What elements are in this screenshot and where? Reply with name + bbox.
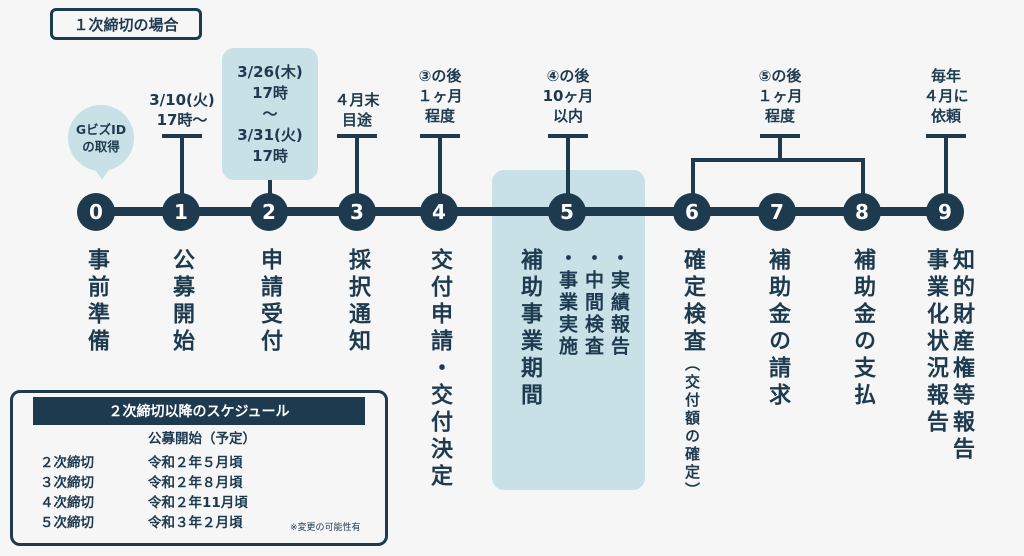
application-period-highlight — [222, 48, 318, 180]
step-7-label: 補助金の請求 — [765, 248, 790, 410]
step-1-date: 3/10(火) 17時～ — [127, 90, 237, 130]
step-node-5: 5 — [548, 193, 586, 231]
connector-9 — [944, 134, 948, 212]
step-6-note: （交付額の確定） — [683, 356, 701, 500]
connector-4 — [438, 134, 442, 212]
schedule-row-date: 令和３年２月頃 — [148, 515, 243, 531]
step-3-date-line: 目途 — [341, 111, 372, 129]
schedule-row-label: ３次締切 — [40, 475, 94, 491]
step-2-label: 申請受付 — [257, 248, 282, 356]
connector-7-8-top — [778, 134, 782, 160]
step-5-subitem-2: ・中間検査 — [582, 248, 604, 358]
step-7-8-timing-line: １ヶ月 — [757, 87, 803, 105]
schedule-row-date: 令和２年５月頃 — [148, 455, 243, 471]
step-node-2: 2 — [250, 193, 288, 231]
step-5-timing: ④の後 10ヶ月 以内 — [513, 66, 623, 126]
step-node-8: 8 — [843, 193, 881, 231]
bracket-6-leg — [691, 158, 695, 212]
bracket-8-leg — [861, 158, 865, 212]
connector-5 — [566, 134, 570, 212]
step-node-3: 3 — [338, 193, 376, 231]
step-node-1: 1 — [162, 193, 200, 231]
step-8-label: 補助金の支払 — [850, 248, 875, 410]
step-9-timing-line: 毎年 — [930, 67, 961, 85]
step-9-label-a: 知的財産権等報告 — [949, 248, 974, 464]
step-2-date-line: ～ — [262, 105, 278, 123]
step-1-label: 公募開始 — [169, 248, 194, 356]
step-node-6: 6 — [673, 193, 711, 231]
connector-3 — [355, 134, 359, 212]
step-3-date-line: ４月末 — [334, 91, 380, 109]
step-node-0: 0 — [77, 193, 115, 231]
step-2-date: 3/26(木) 17時 ～ 3/31(火) 17時 — [215, 62, 325, 167]
step-5-timing-line: 10ヶ月 — [542, 87, 594, 105]
step-0-label: 事前準備 — [84, 248, 109, 356]
step-4-timing-line: 程度 — [424, 107, 455, 125]
step-7-8-timing-line: ⑤の後 — [758, 67, 802, 85]
schedule-row-date: 令和２年８月頃 — [148, 475, 243, 491]
step-2-date-line: 17時 — [252, 147, 288, 165]
step-3-label: 採択通知 — [345, 248, 370, 356]
step-2-date-line: 3/31(火) — [237, 126, 303, 144]
step-5-timing-line: ④の後 — [546, 67, 590, 85]
schedule-row-label: ２次締切 — [40, 455, 94, 471]
step-5-subitem-3: ・実績報告 — [608, 248, 630, 358]
step-1-date-line: 17時～ — [156, 111, 208, 129]
step-2-date-line: 17時 — [252, 84, 288, 102]
bracket-6-8 — [691, 158, 865, 162]
schedule-column-header: 公募開始（予定） — [148, 431, 256, 447]
step-4-label: 交付申請・交付決定 — [427, 248, 452, 491]
bubble-line-2: の取得 — [82, 139, 120, 154]
step-4-timing-line: １ヶ月 — [417, 87, 463, 105]
step-4-timing: ③の後 １ヶ月 程度 — [385, 66, 495, 126]
step-2-date-line: 3/26(木) — [237, 63, 303, 81]
timeline-bar — [96, 207, 946, 216]
step-5-timing-line: 以内 — [552, 107, 583, 125]
schedule-title: ２次締切以降のスケジュール — [33, 397, 365, 425]
step-6-title: 確定検査 — [680, 248, 705, 356]
schedule-row-label: ４次締切 — [40, 495, 94, 511]
step-6-label: 確定検査（交付額の確定） — [679, 248, 705, 500]
step-9-timing: 毎年 ４月に 依頼 — [891, 66, 1001, 126]
step-5-subitem-1: ・事業実施 — [556, 248, 578, 358]
step-3-date: ４月末 目途 — [302, 90, 412, 130]
step-7-8-timing: ⑤の後 １ヶ月 程度 — [725, 66, 835, 126]
schedule-row-label: ５次締切 — [40, 515, 94, 531]
connector-1 — [180, 134, 184, 212]
step-9-timing-line: 依頼 — [930, 107, 961, 125]
step-9-label-b: 事業化状況報告 — [923, 248, 948, 437]
schedule-row-date: 令和２年11月頃 — [148, 495, 248, 511]
bubble-tail — [94, 168, 110, 180]
step-node-4: 4 — [420, 193, 458, 231]
step-9-timing-line: ４月に — [923, 87, 969, 105]
step-1-date-line: 3/10(火) — [149, 91, 215, 109]
bubble-line-1: GビズID — [75, 122, 127, 137]
gbiz-id-bubble: GビズID の取得 — [68, 105, 134, 171]
step-node-7: 7 — [758, 193, 796, 231]
step-4-timing-line: ③の後 — [418, 67, 462, 85]
step-5-label: 補助事業期間 — [517, 248, 542, 410]
schedule-note: ※変更の可能性有 — [290, 523, 361, 533]
diagram-title: １次締切の場合 — [50, 8, 202, 40]
step-7-8-timing-line: 程度 — [764, 107, 795, 125]
step-node-9: 9 — [926, 193, 964, 231]
